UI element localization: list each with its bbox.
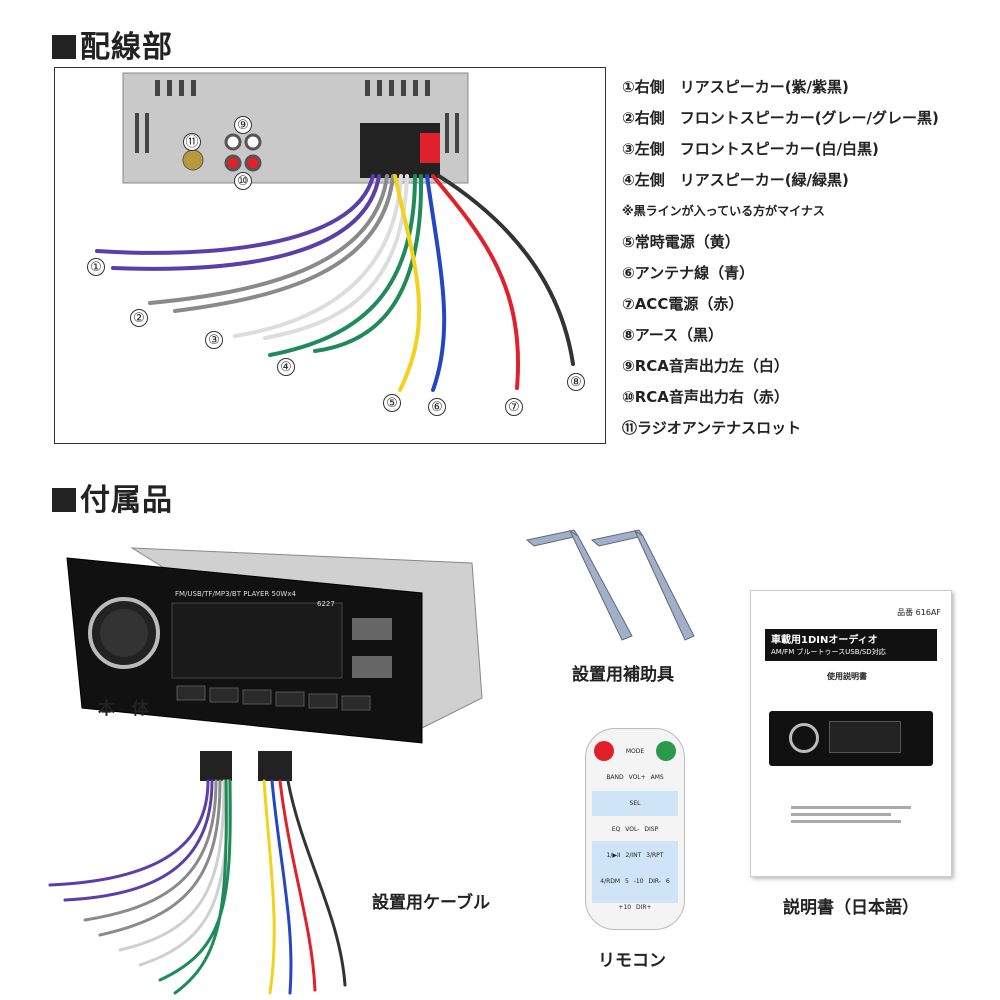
remote-button-disp: DISP [644,826,659,833]
wire-label-8: ⑧ [567,373,585,391]
legend-item: ①右側 リアスピーカー(紫/紫黒) [622,78,849,96]
remote-button-6: 6 +10 DIR+ [618,878,670,911]
manual-model: 品番 616AF [897,608,941,617]
wire-label-7: ⑦ [505,398,523,416]
legend-note: ※黒ラインが入っている方がマイナス [622,204,825,218]
legend-item: ⑦ACC電源（赤） [622,295,744,313]
wire-label-4: ④ [277,358,295,376]
wire-label-9: ⑨ [234,116,252,134]
caption-cable: 設置用ケーブル [372,893,490,913]
bracket-image [522,528,702,648]
wire-label-1: ① [87,258,105,276]
remote-button-5: 5 -10 DIR- [625,878,661,885]
legend-item: ②右側 フロントスピーカー(グレー/グレー黒) [622,109,939,127]
legend-item: ③左側 フロントスピーカー(白/白黒) [622,140,879,158]
cable-image [40,745,370,995]
caption-bracket: 設置用補助具 [572,665,674,685]
manual-subtitle: AM/FM ブルートゥースUSB/SD対応 [771,648,886,656]
section-title-wiring: 配線部 [52,22,173,66]
legend-item: ⑩RCA音声出力右（赤） [622,388,789,406]
caption-manual: 説明書（日本語） [783,898,919,918]
remote-button-band: BAND [606,774,624,781]
wire-label-2: ② [130,309,148,327]
caption-body: 本 体 [98,699,149,719]
manual-doc-title: 使用説明書 [827,672,867,681]
screen-code: 6227 [317,600,335,608]
wire-label-10: ⑩ [234,172,252,190]
wire-label-6: ⑥ [428,398,446,416]
caption-remote: リモコン [598,951,666,971]
wire-label-11: ⑪ [183,133,201,151]
remote-button-vol-down: VOL- [625,826,640,833]
remote-button-ams: AMS [650,774,664,781]
legend-item: ⑨RCA音声出力左（白） [622,357,789,375]
legend-item: ④左側 リアスピーカー(緑/緑黒) [622,171,849,189]
wire-label-5: ⑤ [383,394,401,412]
remote-button-1: 1/▶II [606,852,621,859]
wiring-legend: ①右側 リアスピーカー(紫/紫黒) ②右側 フロントスピーカー(グレー/グレー黒… [622,72,992,444]
wire-label-3: ③ [205,331,223,349]
remote-button-4: 4/RDM [600,878,621,885]
remote-button-3: 3/RPT [646,852,664,859]
manual-image: 品番 616AF 車載用1DINオーディオ AM/FM ブルートゥースUSB/S… [750,590,952,877]
screen-model-text: FM/USB/TF/MP3/BT PLAYER 50Wx4 [175,590,296,598]
legend-item: ⑤常時電源（黄） [622,233,740,251]
legend-item: ⑧アース（黒） [622,326,724,344]
remote-image: MODE BAND VOL+ AMS SEL EQ VOL- DISP 1/▶I… [585,728,685,930]
manual-title: 車載用1DINオーディオ [771,635,878,646]
remote-button-mode: MODE [625,748,645,755]
wiring-diagram: ① ② ③ ④ ⑤ ⑥ ⑦ ⑧ ⑨ ⑩ ⑪ [54,67,606,444]
remote-button-vol-up: VOL+ [628,774,646,781]
remote-button-2: 2/INT [625,852,642,859]
legend-item: ⑥アンテナ線（青） [622,264,755,282]
section-title-accessories: 付属品 [52,475,173,519]
remote-button-sel: SEL [629,800,641,807]
head-unit-image: FM/USB/TF/MP3/BT PLAYER 50Wx4 6227 [62,538,492,748]
legend-item: ⑪ラジオアンテナスロット [622,419,802,437]
remote-button-eq: EQ [611,826,621,833]
